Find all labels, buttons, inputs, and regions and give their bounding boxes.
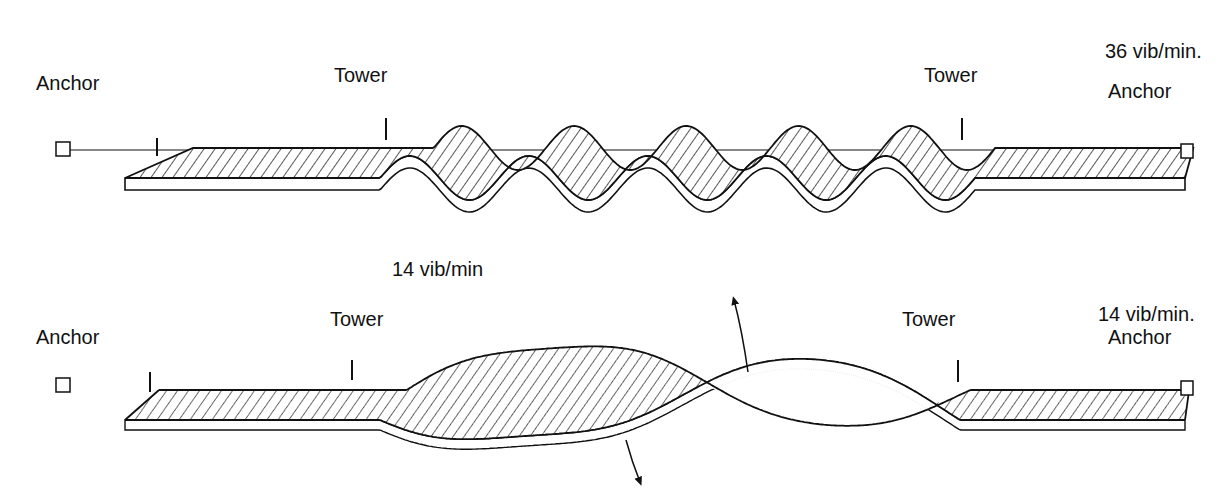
deck-edge [125, 359, 1185, 439]
anchor-block [56, 142, 70, 156]
tower-mark [351, 360, 353, 380]
tower-label: Tower [334, 64, 387, 86]
frequency-label: 14 vib/min. [1098, 303, 1195, 325]
deck-surface [125, 126, 1193, 200]
anchor-block [1181, 144, 1193, 158]
rotation-arrow [626, 440, 640, 482]
anchor-block [1181, 381, 1193, 395]
rotation-arrow [734, 300, 748, 372]
deck-edge [125, 390, 159, 420]
tower-mark [961, 118, 963, 140]
tower-label: Tower [902, 308, 955, 330]
anchor-label: Anchor [1108, 80, 1171, 102]
tower-mark [385, 118, 387, 140]
anchor-label: Anchor [36, 72, 99, 94]
tower-mark [149, 372, 151, 392]
tower-label: Tower [924, 64, 977, 86]
anchor-label: Anchor [36, 326, 99, 348]
deck-torsional-mode [125, 346, 1189, 449]
tower-mark [156, 138, 158, 156]
deck-vertical-mode [125, 126, 1193, 212]
tower-mark [957, 360, 959, 382]
deck-edge [159, 346, 1189, 425]
frequency-label: 14 vib/min [392, 258, 483, 280]
anchor-block [56, 378, 70, 392]
tower-label: Tower [330, 308, 383, 330]
frequency-label: 36 vib/min. [1105, 40, 1202, 62]
anchor-label: Anchor [1108, 326, 1171, 348]
